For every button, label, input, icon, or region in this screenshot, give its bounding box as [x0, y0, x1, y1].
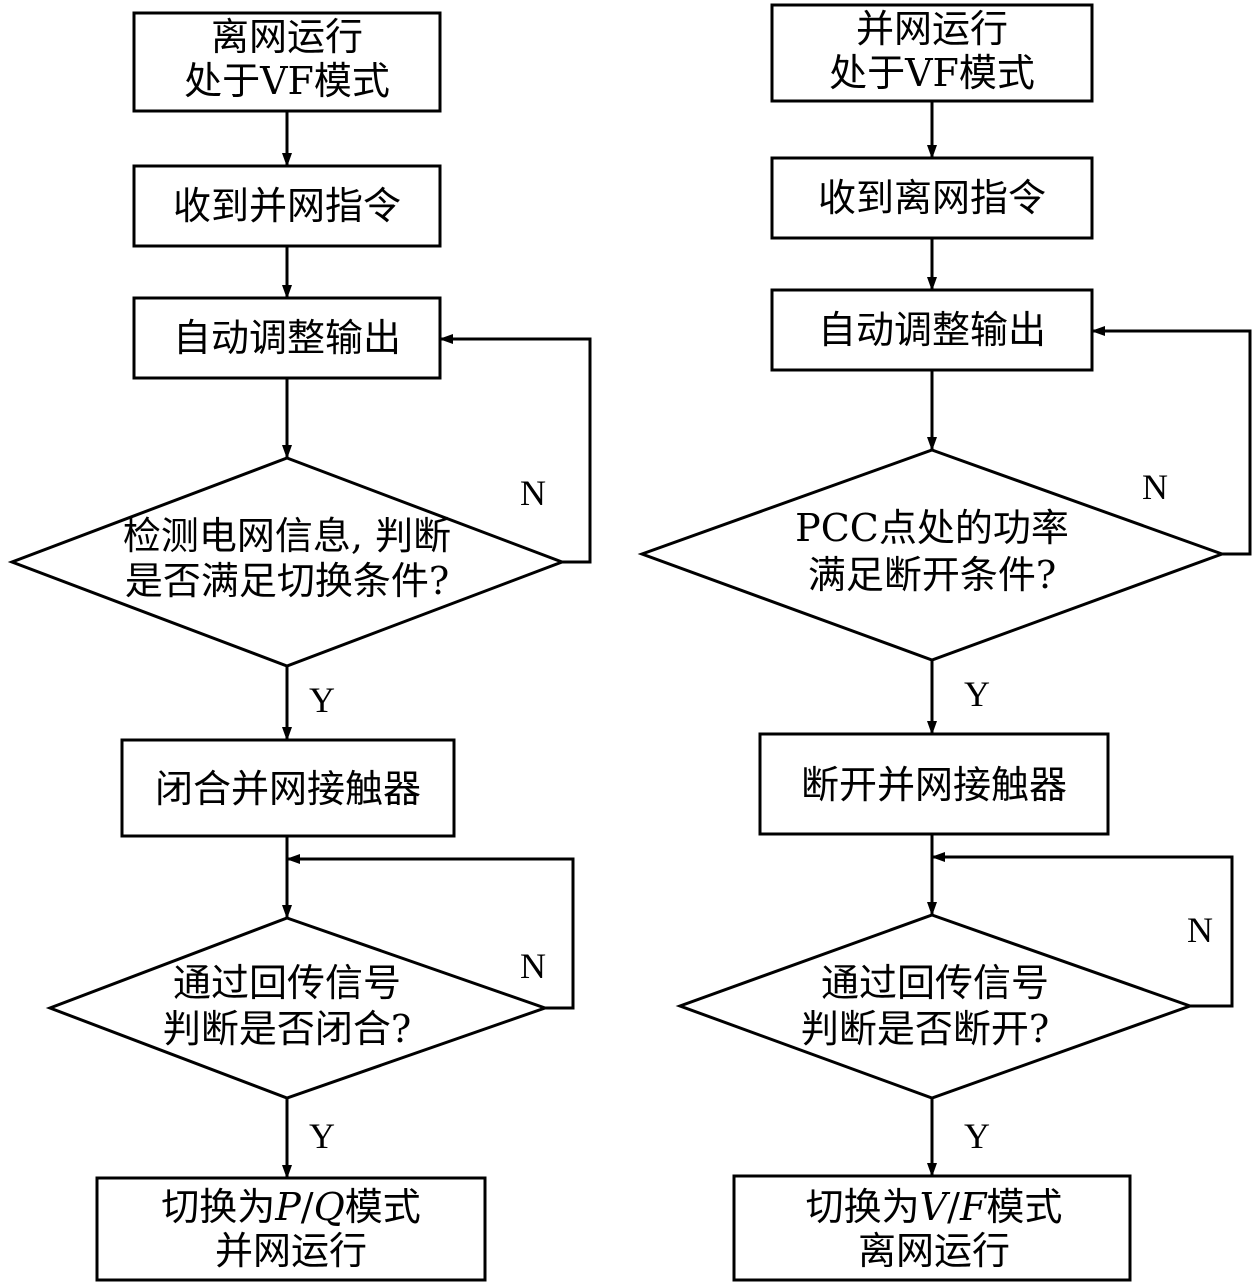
left-start-line1: 离网运行 [211, 15, 363, 59]
left-end-line1: 切换为P/Q模式 [161, 1185, 421, 1229]
left-yes-label-2: Y [309, 1116, 335, 1156]
right-end-prefix: 切换为 [806, 1185, 920, 1229]
right-open-box [758, 732, 1110, 836]
right-verify-line1: 通过回传信号 [821, 961, 1049, 1005]
left-yes-label-1: Y [309, 680, 335, 720]
right-start-box [770, 3, 1094, 103]
left-end-line2: 并网运行 [215, 1229, 367, 1273]
right-start-line2: 处于VF模式 [829, 51, 1035, 95]
left-verify-line2: 判断是否闭合? [163, 1007, 411, 1051]
right-adjust-label: 自动调整输出 [818, 308, 1046, 352]
left-end-box [95, 1176, 487, 1282]
right-no-loop-1 [1091, 326, 1252, 556]
right-end-slash: / [947, 1185, 960, 1229]
left-receive-label: 收到并网指令 [173, 184, 401, 228]
right-adjust-box [770, 288, 1094, 372]
left-check-line2: 是否满足切换条件? [125, 559, 449, 603]
left-adjust-label: 自动调整输出 [173, 316, 401, 360]
left-end-slash: / [301, 1185, 314, 1229]
left-close-label: 闭合并网接触器 [155, 767, 421, 811]
right-end-v: V [920, 1185, 951, 1229]
right-check-line1: PCC点处的功率 [795, 506, 1069, 550]
left-check-line1: 检测电网信息, 判断 [123, 514, 451, 558]
right-yes-label-2: Y [964, 1116, 990, 1156]
right-receive-label: 收到离网指令 [818, 176, 1046, 220]
right-end-line1: 切换为V/F模式 [806, 1185, 1063, 1229]
right-yes-label-1: Y [964, 674, 990, 714]
left-no-loop-2 [286, 854, 575, 1010]
right-start-line1: 并网运行 [856, 7, 1008, 51]
left-receive-box [132, 164, 442, 248]
right-end-line2: 离网运行 [858, 1229, 1010, 1273]
right-end-f: F [959, 1185, 988, 1229]
right-receive-box [770, 156, 1094, 240]
right-verify-line2: 判断是否断开? [801, 1007, 1049, 1051]
left-adjust-box [132, 296, 442, 380]
right-no-loop-2 [931, 852, 1234, 1008]
right-open-label: 断开并网接触器 [801, 763, 1067, 807]
right-end-box [732, 1174, 1132, 1282]
right-no-label-1: N [1142, 467, 1168, 507]
left-no-label-1: N [520, 473, 546, 513]
left-no-loop-1 [439, 334, 592, 564]
left-end-p: P [274, 1185, 302, 1229]
left-no-label-2: N [520, 946, 546, 986]
left-flow: 离网运行 处于VF模式 收到并网指令 自动调整输出 检测电网信息, 判断 是否满… [7, 11, 592, 1282]
left-end-suffix: 模式 [345, 1185, 421, 1229]
right-check-line2: 满足断开条件? [808, 553, 1056, 597]
left-end-prefix: 切换为 [161, 1185, 275, 1229]
right-no-label-2: N [1187, 910, 1213, 950]
right-flow: 并网运行 处于VF模式 收到离网指令 自动调整输出 PCC点处的功率 满足断开条… [637, 3, 1252, 1282]
left-start-box [132, 11, 442, 113]
left-verify-line1: 通过回传信号 [173, 961, 401, 1005]
left-end-q: Q [314, 1185, 345, 1229]
right-end-suffix: 模式 [986, 1185, 1062, 1229]
left-start-line2: 处于VF模式 [184, 59, 390, 103]
